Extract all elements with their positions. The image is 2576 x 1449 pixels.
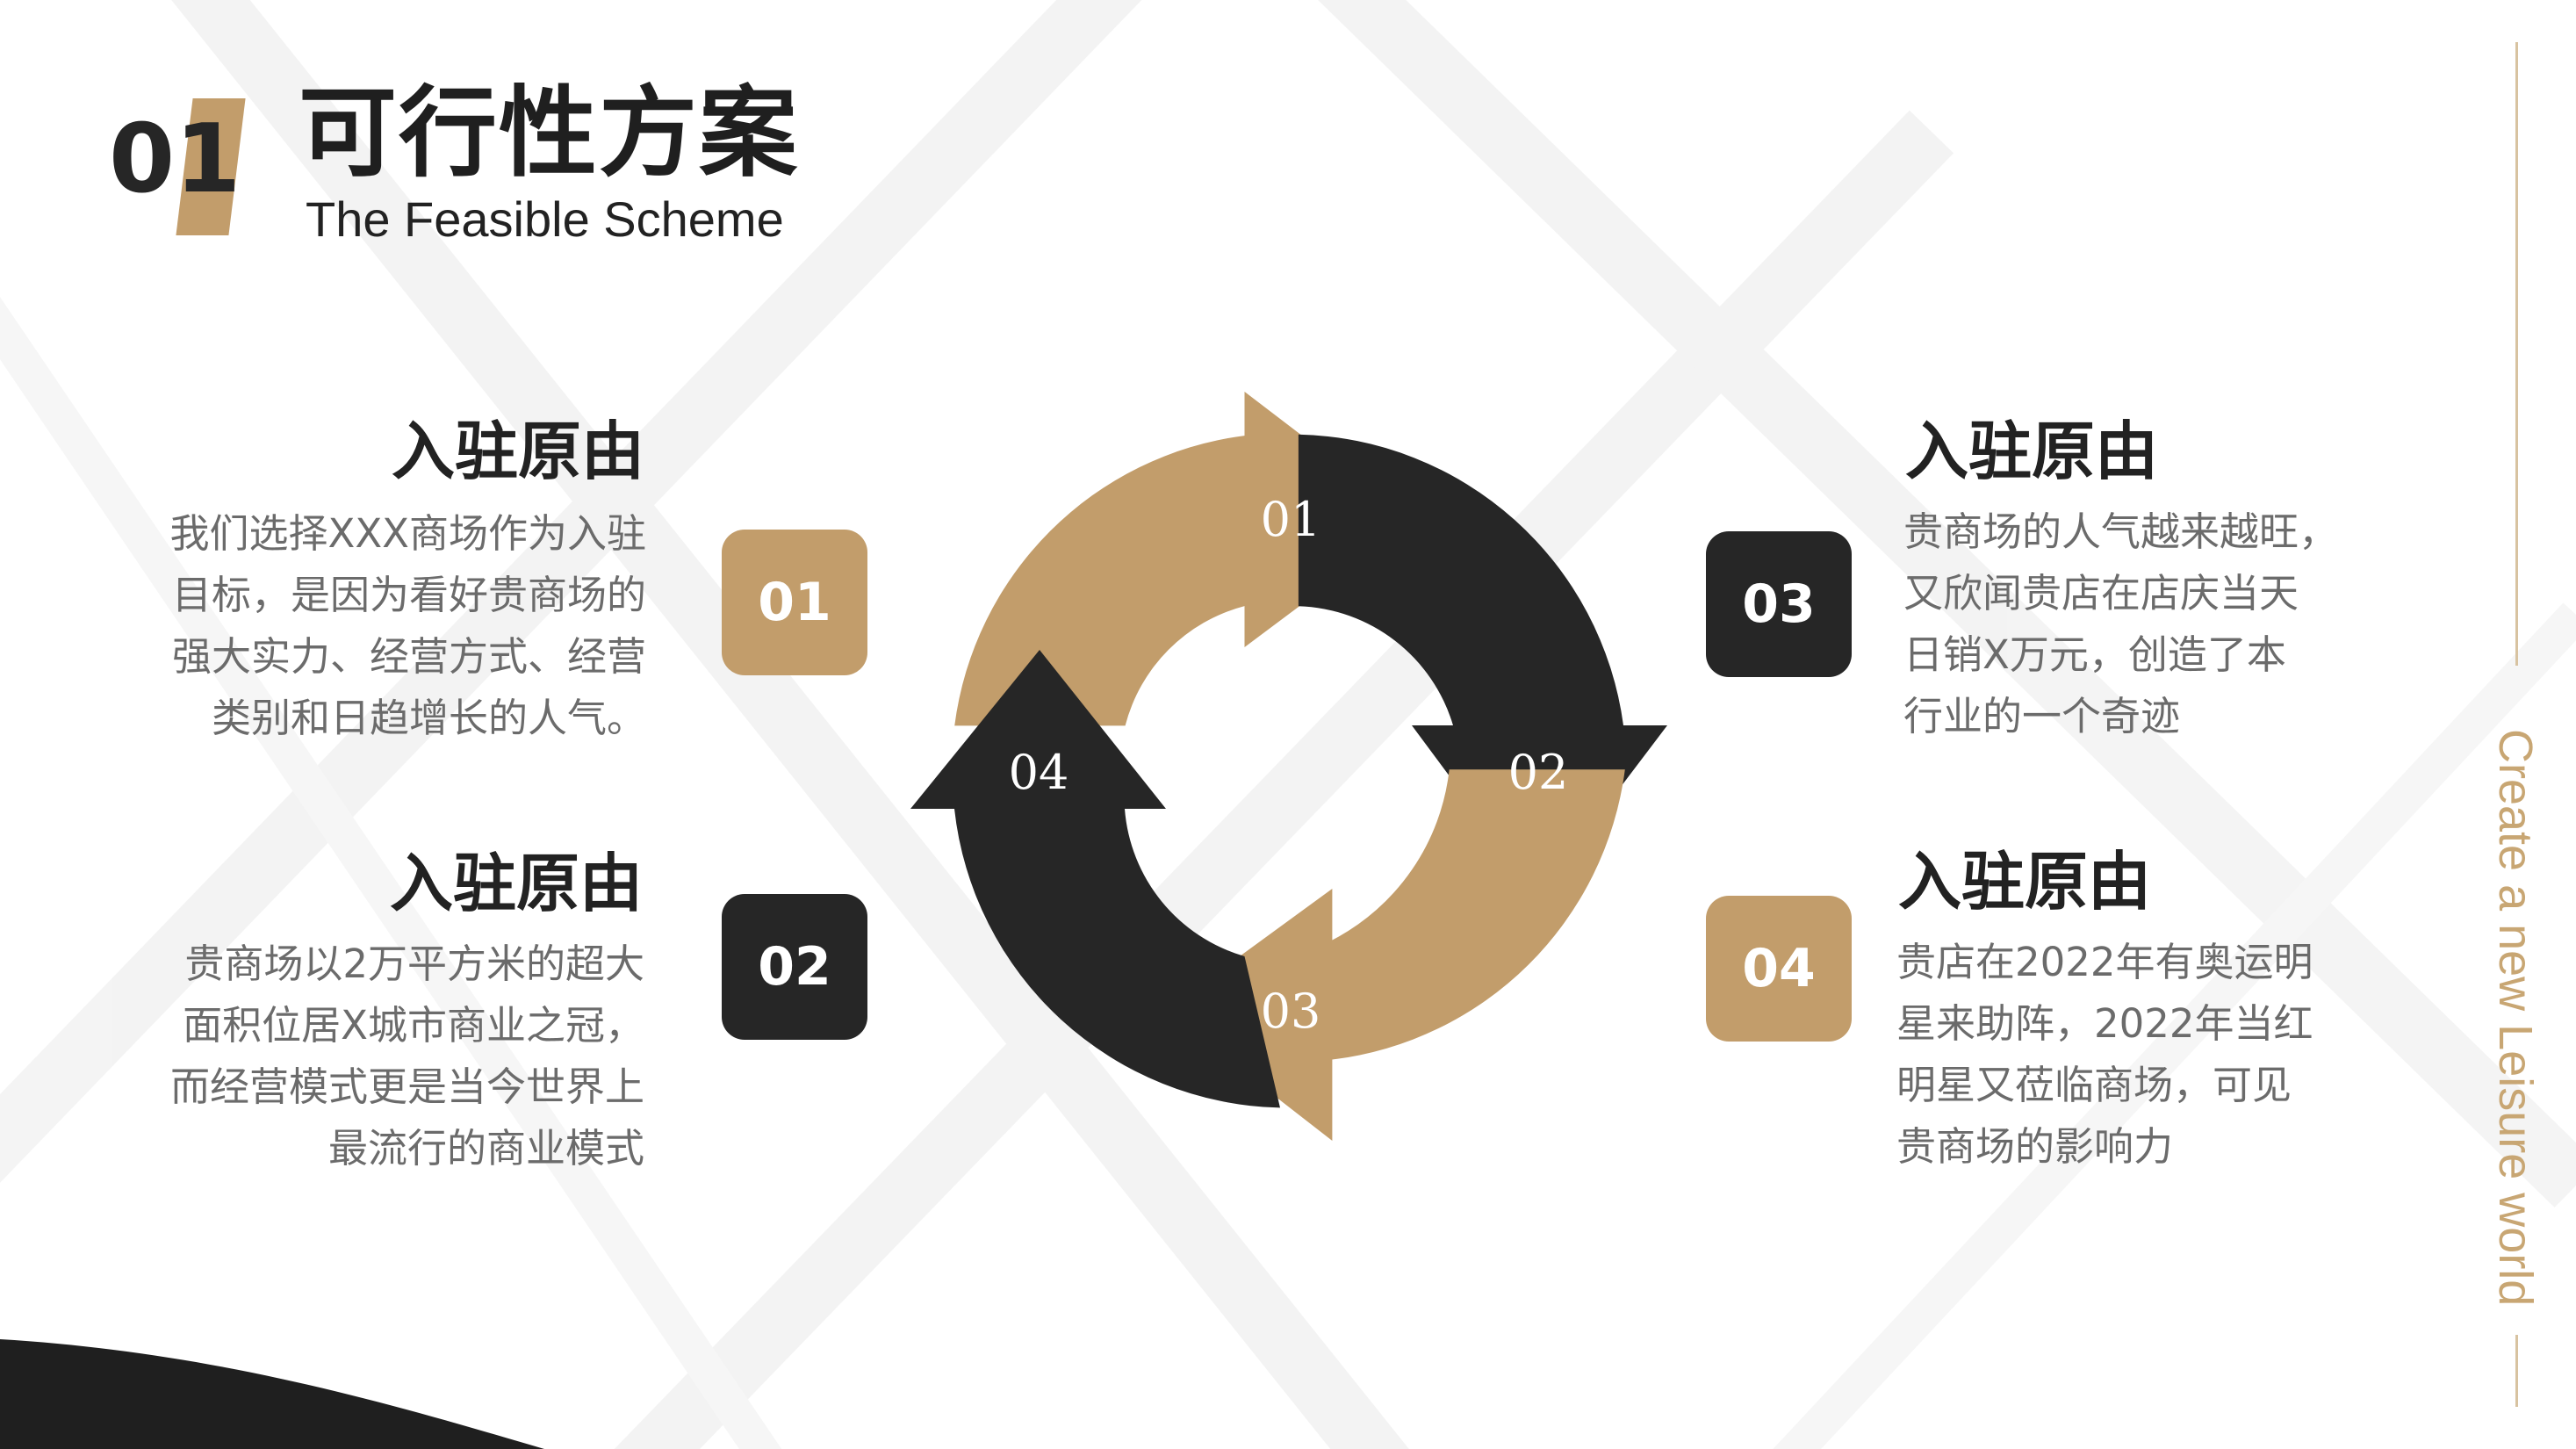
item-title-01: 入驻原由 [391, 415, 644, 488]
bottom-left-swoosh [0, 1339, 544, 1449]
badge-02: 02 [722, 894, 867, 1040]
item-text-line: 面积位居X城市商业之冠， [183, 1002, 644, 1049]
item-text-line: 明星又莅临商场，可见 [1896, 1062, 2292, 1108]
side-slogan: Create a new Leisure world [2489, 729, 2542, 1307]
cycle-label-02: 02 [1508, 745, 1569, 800]
cycle-label-03: 03 [1261, 984, 1321, 1039]
item-text-04: 贵店在2022年有奥运明 星来助阵，2022年当红 明星又莅临商场，可见 贵商场… [1896, 932, 2313, 1178]
badge-01: 01 [722, 530, 867, 675]
item-text-line: 而经营模式更是当今世界上 [169, 1063, 644, 1110]
page-title: 可行性方案 [299, 76, 799, 191]
item-text-line: 贵商场以2万平方米的超大 [184, 941, 644, 987]
item-text-line: 贵商场的人气越来越旺， [1903, 508, 2339, 555]
side-divider-top [2515, 42, 2518, 666]
cycle-label-01: 01 [1261, 492, 1321, 547]
cycle-arrow-04 [910, 650, 1280, 1108]
item-title-03: 入驻原由 [1905, 415, 2159, 488]
item-text-line: 贵商场的影响力 [1896, 1123, 2174, 1170]
side-divider-bottom [2515, 1335, 2518, 1407]
cycle-arrow-03 [1165, 769, 1625, 1141]
section-number: 01 [109, 105, 241, 214]
item-text-line: 我们选择XXX商场作为入驻 [169, 510, 646, 557]
cycle-label-04: 04 [1009, 745, 1069, 800]
item-text-01: 我们选择XXX商场作为入驻 目标，是因为看好贵商场的 强大实力、经营方式、经营 … [170, 503, 646, 749]
item-text-line: 强大实力、经营方式、经营 [171, 633, 646, 680]
item-text-03: 贵商场的人气越来越旺， 又欣闻贵店在店庆当天 日销X万元，创造了本 行业的一个奇… [1903, 501, 2338, 747]
item-text-line: 日销X万元，创造了本 [1903, 631, 2286, 678]
item-text-line: 目标，是因为看好贵商场的 [171, 572, 646, 618]
item-text-02: 贵商场以2万平方米的超大 面积位居X城市商业之冠， 而经营模式更是当今世界上 最… [170, 934, 644, 1179]
cycle-diagram: 01 02 03 04 [910, 392, 1667, 1141]
badge-03: 03 [1706, 531, 1852, 677]
item-text-line: 又欣闻贵店在店庆当天 [1903, 570, 2299, 616]
badge-04: 04 [1706, 896, 1852, 1042]
item-text-line: 贵店在2022年有奥运明 [1896, 939, 2313, 985]
item-title-02: 入驻原由 [389, 847, 643, 920]
item-text-line: 星来助阵，2022年当红 [1896, 1000, 2313, 1047]
item-text-line: 行业的一个奇迹 [1903, 693, 2181, 739]
item-title-04: 入驻原由 [1898, 845, 2152, 919]
item-text-line: 类别和日趋增长的人气。 [211, 695, 646, 741]
item-text-line: 最流行的商业模式 [327, 1125, 644, 1171]
page-subtitle: The Feasible Scheme [306, 191, 784, 247]
